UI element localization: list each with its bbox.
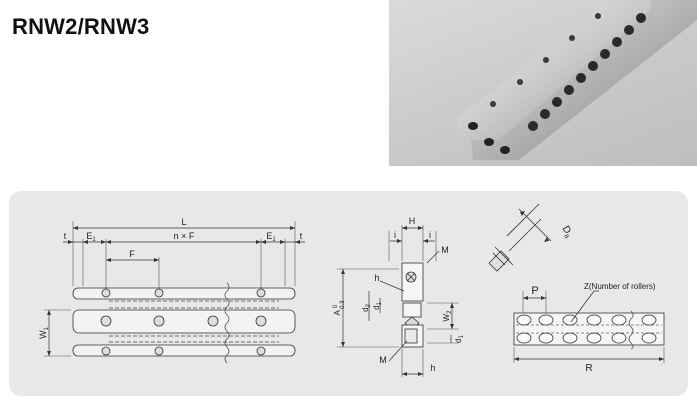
dim-E1-right: E1 (266, 231, 276, 243)
dim-P: P (531, 285, 538, 297)
dim-W2: W2 (442, 310, 453, 322)
section-view (337, 225, 459, 377)
label-M-top: M (441, 245, 449, 255)
top-view (44, 221, 305, 364)
dim-R: R (585, 363, 592, 374)
dim-d1-right: d1 (454, 334, 465, 342)
dim-t-right: t (300, 231, 303, 241)
dim-Da: Da (559, 224, 575, 240)
dim-d2: d2 (361, 303, 372, 311)
dim-H: H (409, 216, 416, 226)
dim-F: F (129, 249, 135, 259)
label-Z-number-of-rollers: Z(Number of rollers) (584, 282, 656, 291)
roller-view (488, 203, 552, 272)
dim-i-left: i (394, 230, 396, 240)
dim-nF: n × F (174, 231, 195, 241)
label-M-bottom: M (379, 355, 387, 365)
cage-view (513, 290, 665, 363)
page-title: RNW2/RNW3 (12, 14, 150, 39)
dim-h-bottom: h (430, 363, 435, 373)
dim-i-right: i (429, 230, 431, 240)
dim-E1-left: E1 (86, 231, 96, 243)
dim-t-left: t (64, 231, 67, 241)
technical-drawing-panel: L t E1 n × F E1 t F W1 (9, 191, 688, 396)
product-photo (389, 0, 697, 166)
dim-L: L (181, 217, 186, 227)
dim-A-tolerance: A00.3 (333, 300, 346, 316)
dim-W1: W1 (38, 326, 50, 339)
dim-d1: d1 (372, 301, 383, 309)
dim-h-top: h (374, 273, 379, 283)
